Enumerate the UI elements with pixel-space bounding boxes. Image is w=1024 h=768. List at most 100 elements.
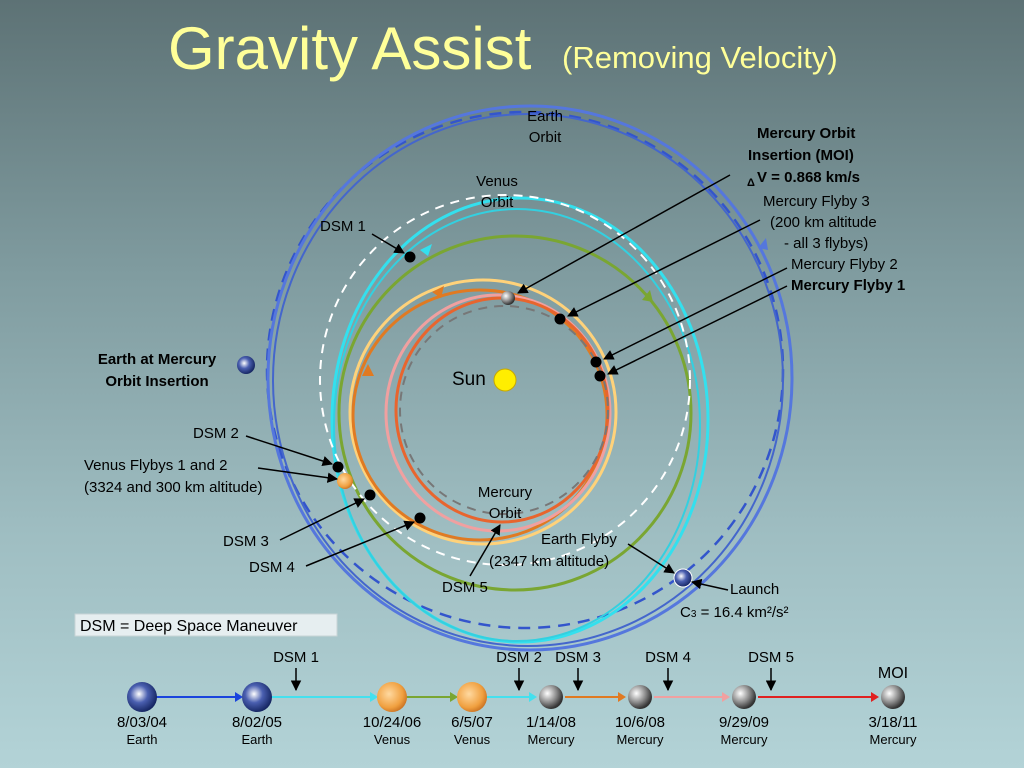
earth-flyby-leader — [627, 543, 675, 574]
dsm4-leader — [305, 520, 415, 567]
mercury-orbit-label-2: Orbit — [489, 505, 522, 522]
moi-delta-symbol: Δ — [747, 177, 755, 189]
timeline-date: 10/6/08 — [615, 714, 665, 731]
timeline-date: 10/24/06 — [363, 714, 421, 731]
flyby3-label-3: - all 3 flybys) — [784, 235, 868, 252]
orbit-direction-arrow — [362, 364, 374, 376]
orbit-direction-arrow — [642, 290, 653, 302]
timeline-date: 9/29/09 — [719, 714, 769, 731]
timeline-arrowhead — [529, 692, 537, 702]
dsm1-leader — [371, 233, 405, 254]
timeline-body: Mercury — [721, 732, 768, 747]
timeline-maneuver-label: DSM 5 — [748, 649, 794, 666]
flyby3-point — [554, 313, 566, 325]
timeline-mercury-icon — [881, 685, 905, 709]
timeline-date: 1/14/08 — [526, 714, 576, 731]
cyan-trajectory — [330, 196, 710, 644]
dsm1-label: DSM 1 — [320, 218, 366, 235]
timeline-venus-icon — [377, 682, 407, 712]
timeline-arrowhead — [871, 692, 879, 702]
earth-at-flyby — [673, 568, 693, 588]
moi-label-3: V = 0.868 km/s — [757, 169, 860, 186]
flyby2-leader — [603, 267, 788, 360]
venus-orbit-label-1: Venus — [476, 173, 518, 190]
orbit-direction-arrow — [432, 286, 444, 298]
venus-orbit-dashed — [319, 194, 691, 566]
timeline-mercury-icon — [628, 685, 652, 709]
green-trajectory — [337, 234, 693, 592]
timeline-body: Mercury — [617, 732, 664, 747]
mercury-orbit-label-1: Mercury — [478, 484, 533, 501]
timeline-mercury-icon — [539, 685, 563, 709]
flyby1-point — [594, 370, 606, 382]
sun-label: Sun — [452, 369, 486, 390]
venus-flybys-label-2: (3324 and 300 km altitude) — [84, 479, 262, 496]
dsm2-label: DSM 2 — [193, 425, 239, 442]
timeline-body: Mercury — [870, 732, 917, 747]
earth-flyby-label-2: (2347 km altitude) — [489, 553, 609, 570]
earth-trajectory-inner — [272, 113, 784, 647]
earth-trajectory — [266, 104, 794, 652]
dsm3-leader — [279, 498, 365, 541]
timeline-moi-label: MOI — [878, 665, 908, 682]
timeline-venus-icon — [457, 682, 487, 712]
launch-leader — [690, 578, 729, 591]
timeline-date: 3/18/11 — [869, 714, 918, 731]
orbit-direction-arrow — [758, 238, 768, 250]
dsm5-leader — [469, 524, 501, 577]
timeline-date: 6/5/07 — [451, 714, 493, 731]
timeline-body: Mercury — [528, 732, 575, 747]
flyby2-label: Mercury Flyby 2 — [791, 256, 898, 273]
cyan-trajectory-2 — [333, 208, 701, 642]
flyby1-leader — [607, 285, 788, 375]
flyby3-label-2: (200 km altitude — [770, 214, 877, 231]
c3-label: C3 = 16.4 km²/s² — [680, 604, 789, 621]
mercury-at-moi — [501, 291, 515, 305]
mission-timeline: 8/03/04Earth8/02/05Earth10/24/06Venus6/5… — [117, 649, 917, 747]
dsm5-label: DSM 5 — [442, 579, 488, 596]
yellow-trajectory — [348, 278, 618, 546]
dsm-legend-text: DSM = Deep Space Maneuver — [80, 618, 298, 635]
orbit-group — [265, 104, 794, 652]
timeline-arrowhead — [235, 692, 243, 702]
dsm3-label: DSM 3 — [223, 533, 269, 550]
page-subtitle: (Removing Velocity) — [562, 40, 838, 75]
timeline-mercury-icon — [732, 685, 756, 709]
venus-flybys-label-1: Venus Flybys 1 and 2 — [84, 457, 227, 474]
moi-label-1: Mercury Orbit — [757, 125, 855, 142]
moi-label-2: Insertion (MOI) — [748, 147, 854, 164]
orbit-direction-arrow — [420, 244, 432, 256]
venus-at-flyby — [337, 473, 353, 489]
dsm2-leader — [245, 435, 333, 467]
venus-flyby-leader — [257, 467, 339, 483]
leader-lines — [245, 174, 788, 591]
timeline-maneuver-label: DSM 4 — [645, 649, 691, 666]
dsm2-point — [332, 461, 344, 473]
timeline-maneuver-label: DSM 2 — [496, 649, 542, 666]
earth-flyby-label-1: Earth Flyby — [541, 531, 617, 548]
venus-orbit-label-2: Orbit — [481, 194, 514, 211]
earth-at-moi — [237, 356, 255, 374]
timeline-arrowhead — [618, 692, 626, 702]
timeline-arrowhead — [722, 692, 730, 702]
timeline-maneuver-label: DSM 3 — [555, 649, 601, 666]
earth-orbit-label-1: Earth — [527, 108, 563, 125]
timeline-arrowhead — [370, 692, 378, 702]
timeline-earth-icon — [242, 682, 272, 712]
timeline-date: 8/02/05 — [232, 714, 282, 731]
flyby3-label-1: Mercury Flyby 3 — [763, 193, 870, 210]
mercury-orbit-dashed — [399, 305, 609, 515]
timeline-body: Earth — [126, 732, 157, 747]
launch-label: Launch — [730, 581, 779, 598]
earth-orbit-label-2: Orbit — [529, 129, 562, 146]
moi-leader — [517, 174, 731, 294]
dsm-legend-box — [74, 613, 338, 637]
flyby3-leader — [567, 219, 761, 317]
timeline-body: Venus — [454, 732, 491, 747]
flyby1-label: Mercury Flyby 1 — [791, 277, 905, 294]
timeline-earth-icon — [127, 682, 157, 712]
earth-at-moi-label-2: Orbit Insertion — [105, 373, 208, 390]
timeline-body: Venus — [374, 732, 411, 747]
page-title: Gravity Assist — [168, 15, 532, 82]
timeline-arrowhead — [450, 692, 458, 702]
